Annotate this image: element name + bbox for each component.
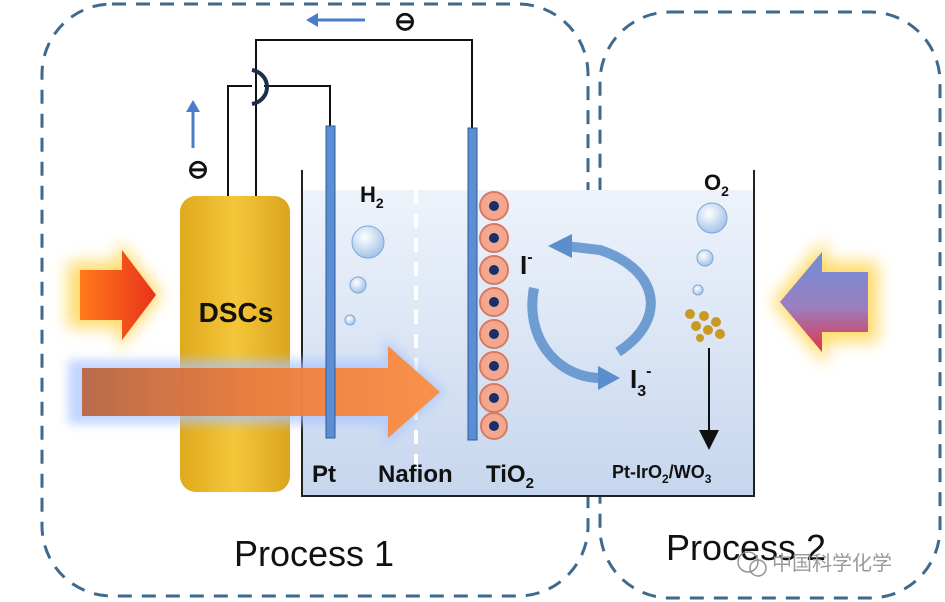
electron-flow-arrowhead-top — [306, 13, 318, 27]
electron-symbol-top: ⊖ — [394, 6, 416, 36]
light-beam — [68, 338, 445, 446]
tio2-electrode — [467, 127, 478, 441]
wire-lower — [227, 85, 331, 196]
process2-label: Process 2 — [666, 527, 826, 568]
o2-bubbles — [692, 202, 728, 296]
process1-label: Process 1 — [234, 533, 394, 574]
redox-cycle-arrows — [527, 234, 656, 390]
process1-frame — [40, 2, 590, 598]
dsc-panel — [180, 196, 290, 492]
h2-label: H2 — [360, 182, 384, 211]
o2-label: O2 — [704, 170, 729, 199]
catalyst-label: Pt-IrO2/WO3 — [612, 462, 712, 486]
light-arrow-right — [772, 238, 878, 366]
dsc-label: DSCs — [199, 297, 274, 328]
tank-walls — [301, 170, 755, 497]
sunlight-arrow-left — [68, 240, 162, 350]
h2-bubbles — [344, 225, 385, 326]
triiodide-label: I3- — [630, 363, 651, 400]
electron-flow-arrowhead-left — [186, 100, 200, 112]
tio2-particles — [479, 191, 509, 440]
watermark: 中国科学化学 — [737, 551, 892, 577]
wire-crossover — [251, 68, 269, 106]
watermark-text: 中国科学化学 — [772, 551, 892, 575]
iodide-label: I- — [520, 249, 533, 280]
tio2-label: TiO2 — [486, 461, 534, 492]
nafion-label: Nafion — [378, 461, 453, 488]
electron-symbol-left: ⊖ — [187, 154, 209, 184]
catalyst-particles — [685, 309, 725, 342]
pt-electrode — [325, 125, 336, 439]
wire-top — [255, 39, 473, 196]
pt-label: Pt — [312, 461, 336, 488]
